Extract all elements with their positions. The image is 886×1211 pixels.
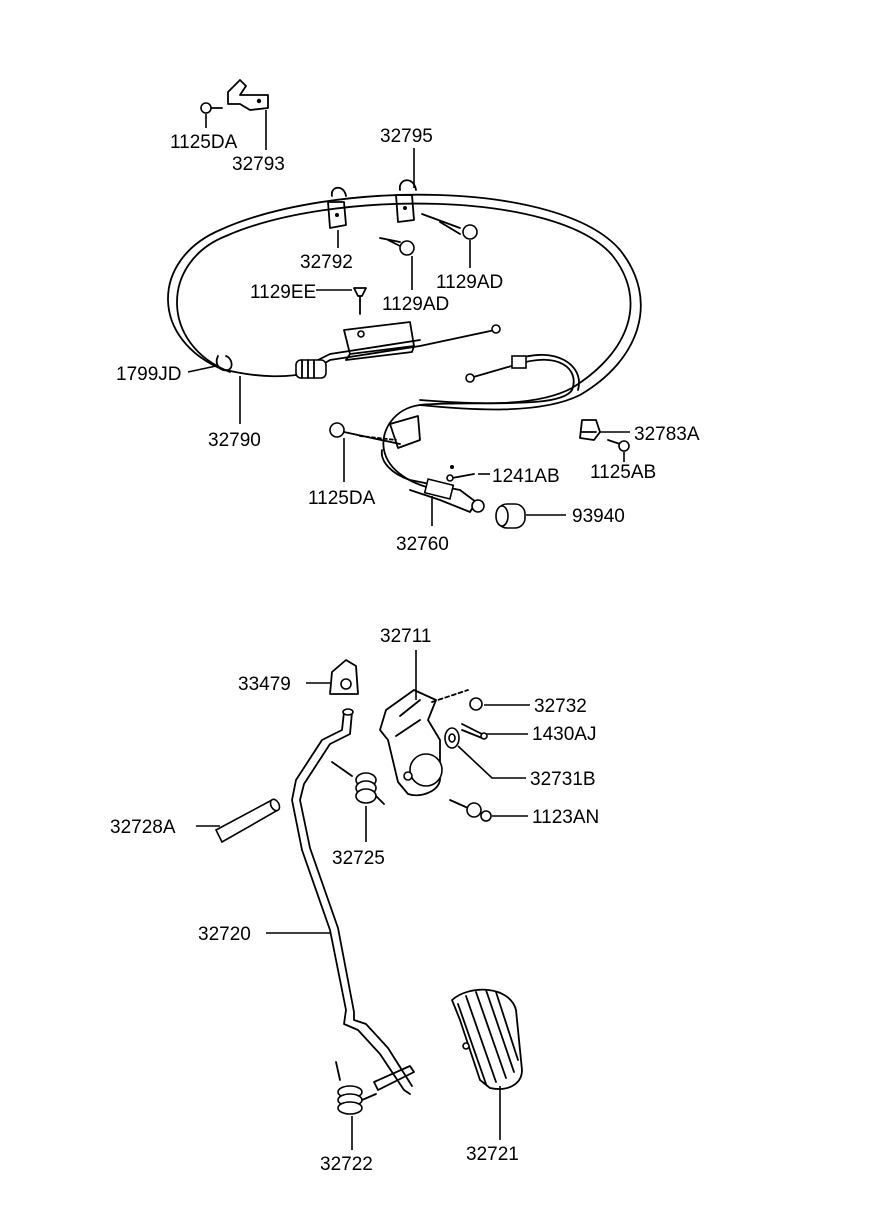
- part-labels: 1125DA 32793 32795 32792 1129AD 1129EE 1…: [110, 126, 700, 1175]
- bolt-1125DA-lower: [329, 422, 401, 445]
- label-32725: 32725: [332, 848, 385, 869]
- pin-32728A: [214, 798, 281, 844]
- washer-32731B: [444, 727, 460, 749]
- pedal-arm-32720: [291, 708, 415, 1095]
- spring-32725: [331, 761, 385, 805]
- label-32793: 32793: [232, 154, 285, 175]
- pedal-pad-32721: [451, 988, 523, 1090]
- label-32760: 32760: [396, 534, 449, 555]
- label-1129EE: 1129EE: [250, 282, 316, 303]
- bolt-1123AN: [449, 799, 492, 822]
- label-32792: 32792: [300, 252, 353, 273]
- label-1129AD-b: 1129AD: [382, 294, 449, 315]
- leader-lines: [187, 110, 630, 1150]
- bolt-1129AD-a: [379, 237, 415, 256]
- label-1125DA-top: 1125DA: [170, 132, 238, 153]
- label-32721: 32721: [466, 1144, 519, 1165]
- label-1123AN: 1123AN: [532, 807, 599, 828]
- label-32731B: 32731B: [530, 769, 596, 790]
- throttle-cable: [382, 354, 580, 491]
- label-1241AB: 1241AB: [492, 466, 560, 487]
- label-32795: 32795: [380, 126, 433, 147]
- bracket-33479: [329, 659, 359, 695]
- label-1129AD-a: 1129AD: [436, 272, 503, 293]
- accelerator-cable-32790: [167, 193, 642, 411]
- label-33479: 33479: [238, 674, 291, 695]
- label-32790: 32790: [208, 430, 261, 451]
- retainer-32783A: [579, 419, 601, 441]
- bracket-32760: [380, 415, 485, 513]
- label-93940: 93940: [572, 506, 625, 527]
- label-1125AB: 1125AB: [590, 462, 656, 483]
- label-32728A: 32728A: [110, 817, 176, 838]
- bolt-1125AB: [607, 439, 630, 452]
- pin-1430AJ: [461, 723, 488, 740]
- cable-bracket: [343, 321, 415, 361]
- cable-end: [511, 355, 527, 369]
- stopper-93940: [495, 503, 526, 529]
- label-32732: 32732: [534, 696, 587, 717]
- label-32720: 32720: [198, 924, 251, 945]
- screw-1129EE: [353, 287, 367, 315]
- clip-32792: [327, 186, 347, 229]
- label-1430AJ: 1430AJ: [532, 724, 596, 745]
- pedal-bracket-32711: [379, 689, 469, 797]
- label-32783A: 32783A: [634, 424, 700, 445]
- label-32711: 32711: [380, 626, 431, 647]
- bushing-32732: [469, 697, 483, 711]
- label-1799JD: 1799JD: [116, 364, 182, 385]
- clip-1799JD: [215, 355, 233, 372]
- spring-32722: [335, 1061, 377, 1115]
- bolt-1241AB: [446, 465, 475, 482]
- label-32722: 32722: [320, 1154, 373, 1175]
- bolt-1129AD-b: [421, 213, 478, 240]
- label-1125DA-bottom: 1125DA: [308, 488, 376, 509]
- cable-adjuster: [295, 359, 327, 379]
- clip-32795: [395, 179, 417, 223]
- bracket-32793: [200, 79, 269, 114]
